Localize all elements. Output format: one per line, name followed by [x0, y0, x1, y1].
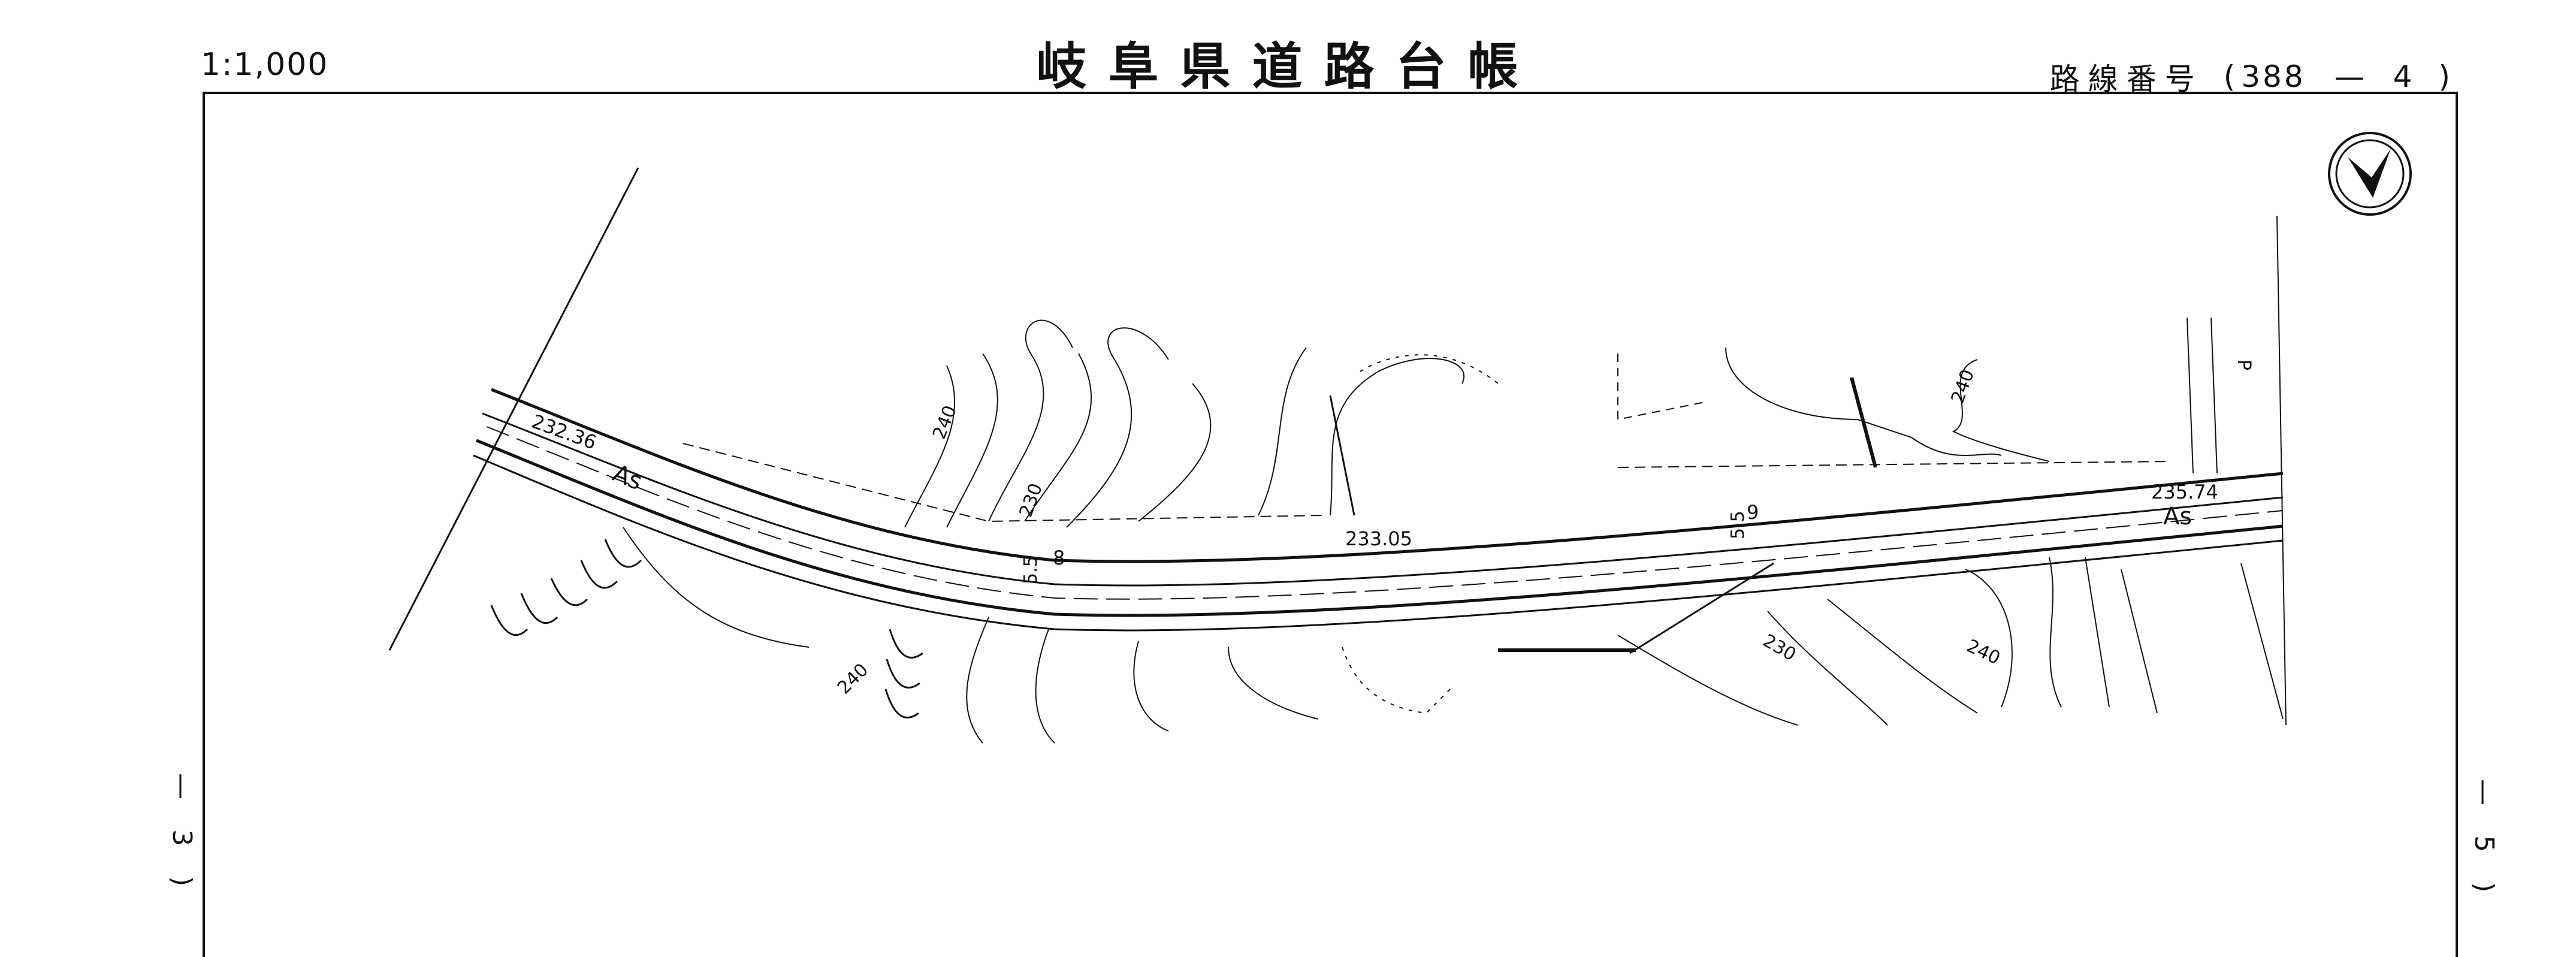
elevation-label-left: 232.36 — [529, 410, 599, 454]
route-dash: — — [2334, 59, 2364, 94]
map-frame — [203, 92, 2458, 957]
page-title: 岐阜県道路台帳 — [1036, 37, 1540, 96]
north-arrow-icon — [2328, 132, 2412, 216]
route-number-value: 388 — [2241, 59, 2306, 94]
road-width-b: 5.5 — [1728, 511, 1748, 539]
road-width-a: 5.5 — [1020, 556, 1041, 584]
route-number-label: 路線番号 — [2049, 62, 2203, 96]
contour-label-240-a: 240 — [929, 403, 961, 442]
contour-label-230-a: 230 — [1016, 481, 1047, 520]
page-marker-left: — 3 ) — [167, 773, 197, 898]
parking-label: P — [2233, 360, 2254, 370]
contour-label-240-c: 240 — [833, 659, 872, 698]
elevation-label-right: 235.74 — [2151, 481, 2218, 503]
route-section-value: 4 — [2393, 59, 2415, 94]
contour-label-240-d: 240 — [1964, 636, 2004, 669]
page-marker-right: — 5 ) — [2469, 779, 2499, 904]
surface-label-right: As — [2163, 503, 2192, 530]
route-close-paren: ) — [2438, 59, 2450, 94]
contour-label-240-b: 240 — [1947, 367, 1979, 406]
route-number: 路線番号 ( 388 — 4 ) — [2050, 55, 2456, 98]
elevation-label-mid: 233.05 — [1345, 527, 1412, 550]
contour-label-230-b: 230 — [1759, 630, 1799, 666]
map-scale: 1:1,000 — [201, 47, 329, 83]
road-width-a-no: 8 — [1053, 547, 1065, 569]
road-width-b-no: 9 — [1747, 501, 1759, 524]
route-open-paren: ( — [2223, 59, 2236, 94]
